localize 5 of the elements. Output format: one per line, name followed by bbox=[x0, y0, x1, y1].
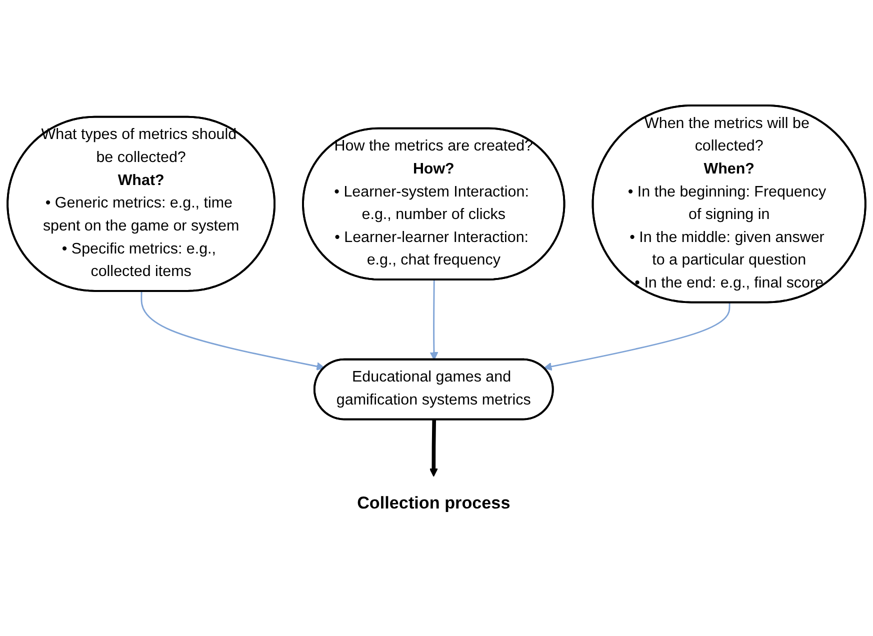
arrow bbox=[429, 420, 438, 477]
arrow bbox=[544, 302, 730, 371]
arrow bbox=[430, 280, 438, 360]
arrow bbox=[140, 291, 325, 370]
node-text: Collection process bbox=[357, 493, 510, 512]
